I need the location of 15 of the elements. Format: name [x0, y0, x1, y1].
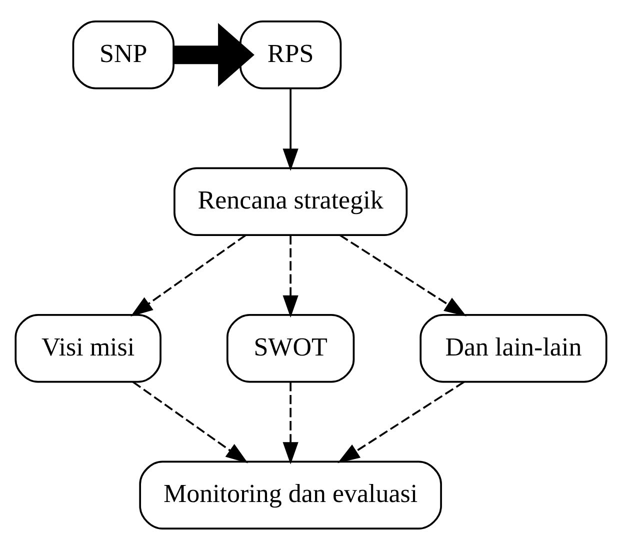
arrow	[132, 381, 248, 464]
arrow	[338, 381, 465, 464]
arrow	[130, 234, 246, 316]
node-box: RPS	[239, 20, 342, 90]
node-box: SNP	[72, 20, 174, 90]
node-box: Dan lain-lain	[420, 314, 608, 383]
node-box: SWOT	[226, 314, 355, 383]
arrow	[282, 235, 298, 318]
arrow	[174, 23, 254, 87]
node-box: Monitoring dan evaluasi	[139, 460, 442, 530]
node-box: Rencana strategik	[174, 167, 408, 236]
node-box: Visi misi	[14, 314, 162, 383]
arrow	[282, 382, 298, 464]
arrow	[282, 88, 298, 171]
arrow	[340, 234, 467, 316]
